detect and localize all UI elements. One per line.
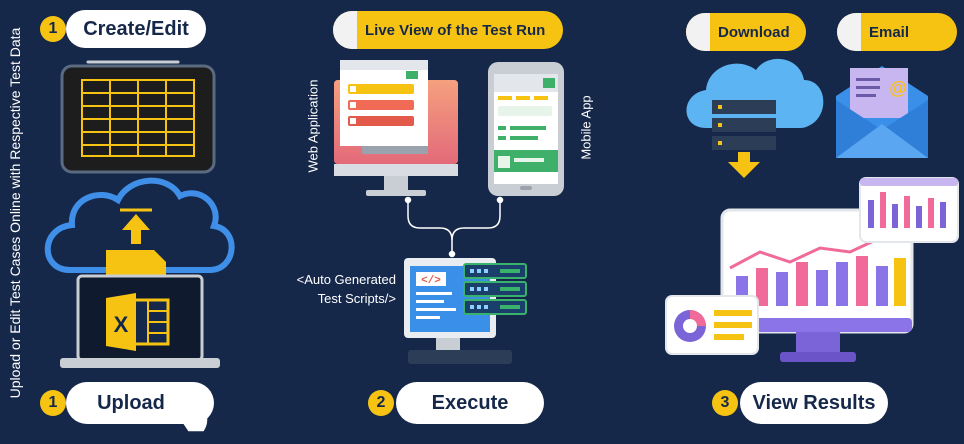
code-icon-text: </> <box>421 275 441 287</box>
step-number-results: 3 <box>712 390 738 416</box>
cloud-download-icon <box>686 58 824 178</box>
connector-lines <box>404 196 504 258</box>
excel-letter: X <box>114 312 129 337</box>
upload-label: Upload <box>97 391 165 414</box>
step-number-execute: 2 <box>368 390 394 416</box>
upload-button[interactable]: Upload <box>66 382 214 424</box>
execute-label: Execute <box>431 391 509 414</box>
live-view-title: Live View of the Test Run <box>365 21 546 39</box>
download-label: Download <box>718 23 790 41</box>
envelope-icon: @ <box>836 66 928 158</box>
mini-bar-chart-card <box>859 177 959 243</box>
auto-generated-label: <Auto Generated Test Scripts/> <box>296 270 396 308</box>
view-results-label: View Results <box>752 391 876 414</box>
tablet-icon <box>60 60 216 174</box>
mobile-phone-icon <box>488 62 564 196</box>
email-button[interactable]: Email <box>837 13 957 51</box>
laptop-excel-icon: X <box>60 274 220 368</box>
scripts-label-line1: <Auto Generated <box>296 272 396 287</box>
create-edit-button[interactable]: Create/Edit <box>66 10 206 48</box>
pie-chart-card <box>665 295 759 355</box>
create-edit-label: Create/Edit <box>83 17 189 40</box>
at-symbol: @ <box>889 78 907 98</box>
code-server-icon: </> <box>404 258 527 364</box>
step-number-create: 1 <box>40 16 66 42</box>
live-view-banner: Live View of the Test Run <box>333 11 563 49</box>
email-label: Email <box>869 23 910 41</box>
web-app-monitor-icon <box>334 60 458 196</box>
execute-button[interactable]: Execute <box>396 382 544 424</box>
mobile-app-label: Mobile App <box>578 95 594 160</box>
view-results-button[interactable]: View Results <box>740 382 888 424</box>
scripts-label-line2: Test Scripts/> <box>317 291 396 306</box>
step-number-upload: 1 <box>40 390 66 416</box>
web-app-label: Web Application <box>305 79 321 173</box>
download-button[interactable]: Download <box>686 13 806 51</box>
